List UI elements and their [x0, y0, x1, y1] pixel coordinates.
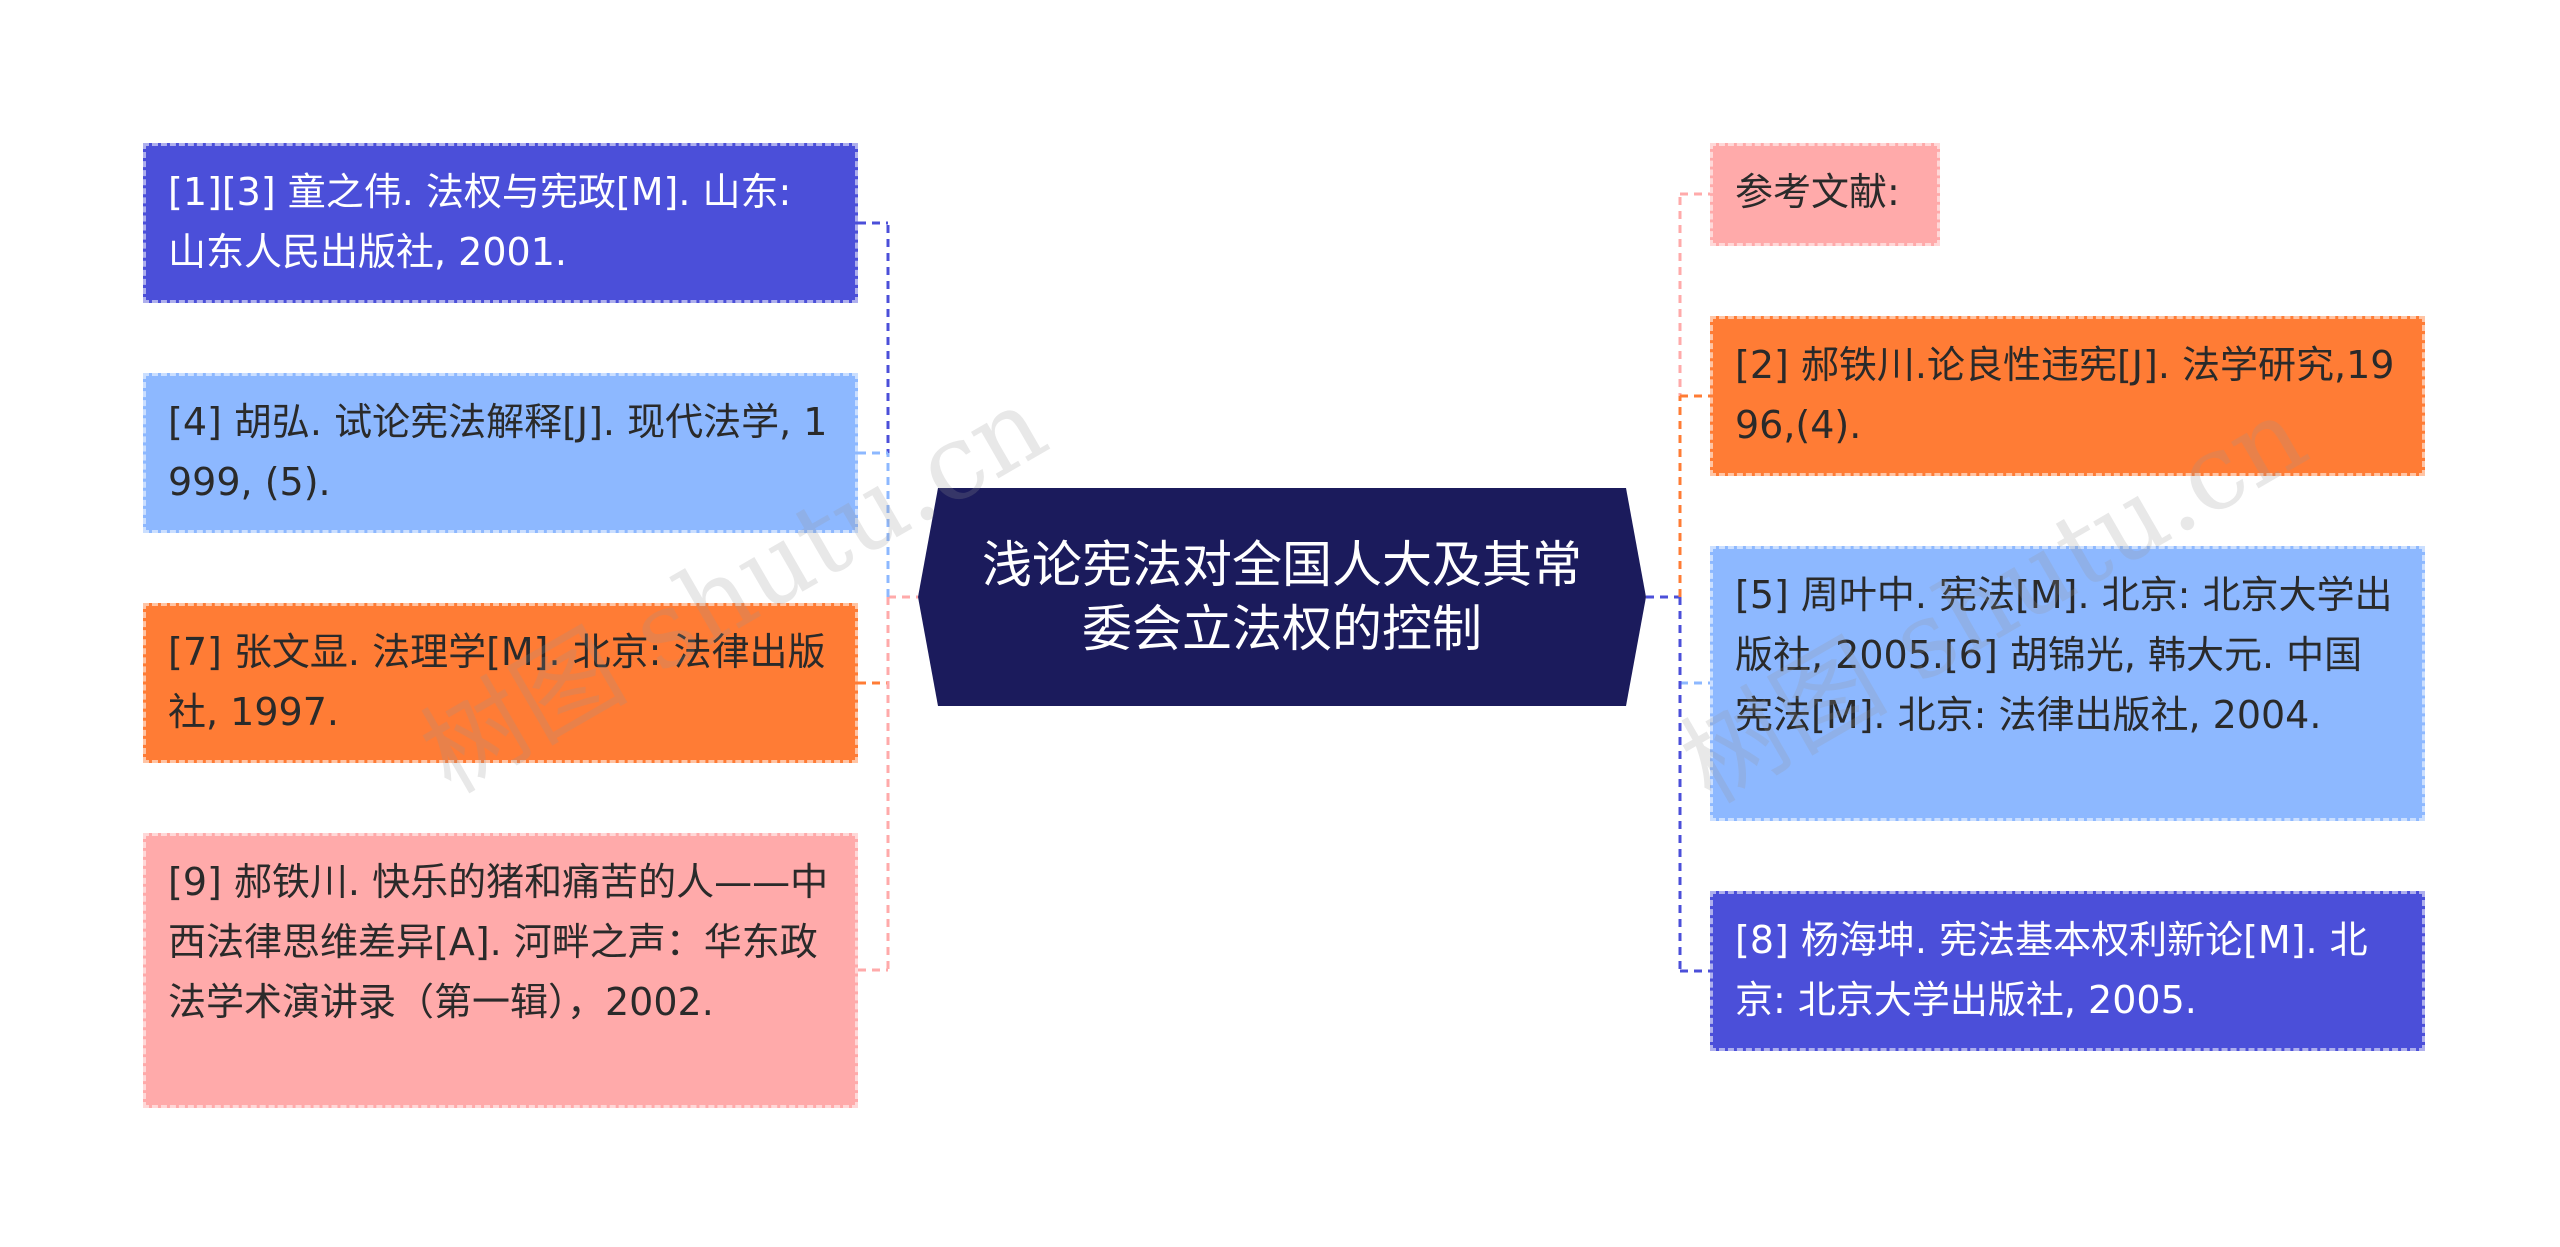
node-text: [9] 郝铁川. 快乐的猪和痛苦的人——中西法律思维差异[A]. 河畔之声：华东…: [168, 860, 829, 1024]
node-text: [8] 杨海坤. 宪法基本权利新论[M]. 北京: 北京大学出版社, 2005.: [1735, 918, 2368, 1022]
node-text: [1][3] 童之伟. 法权与宪政[M]. 山东: 山东人民出版社, 2001.: [168, 170, 792, 274]
node-reference-7[interactable]: [7] 张文显. 法理学[M]. 北京: 法律出版社, 1997.: [143, 603, 858, 763]
node-reference-1-3[interactable]: [1][3] 童之伟. 法权与宪政[M]. 山东: 山东人民出版社, 2001.: [143, 143, 858, 303]
node-text: [2] 郝铁川.论良性违宪[J]. 法学研究,1996,(4).: [1735, 343, 2395, 447]
node-reference-4[interactable]: [4] 胡弘. 试论宪法解释[J]. 现代法学, 1999, (5).: [143, 373, 858, 533]
node-text: [4] 胡弘. 试论宪法解释[J]. 现代法学, 1999, (5).: [168, 400, 828, 504]
node-reference-2[interactable]: [2] 郝铁川.论良性违宪[J]. 法学研究,1996,(4).: [1710, 316, 2425, 476]
node-reference-8[interactable]: [8] 杨海坤. 宪法基本权利新论[M]. 北京: 北京大学出版社, 2005.: [1710, 891, 2425, 1051]
node-reference-5-6[interactable]: [5] 周叶中. 宪法[M]. 北京: 北京大学出版社, 2005.[6] 胡锦…: [1710, 546, 2425, 821]
node-text: 参考文献:: [1735, 170, 1900, 214]
node-text: [5] 周叶中. 宪法[M]. 北京: 北京大学出版社, 2005.[6] 胡锦…: [1735, 573, 2393, 737]
node-references-heading[interactable]: 参考文献:: [1710, 143, 1940, 246]
root-topic[interactable]: 浅论宪法对全国人大及其常委会立法权的控制: [918, 488, 1646, 706]
node-reference-9[interactable]: [9] 郝铁川. 快乐的猪和痛苦的人——中西法律思维差异[A]. 河畔之声：华东…: [143, 833, 858, 1108]
node-text: [7] 张文显. 法理学[M]. 北京: 法律出版社, 1997.: [168, 630, 826, 734]
